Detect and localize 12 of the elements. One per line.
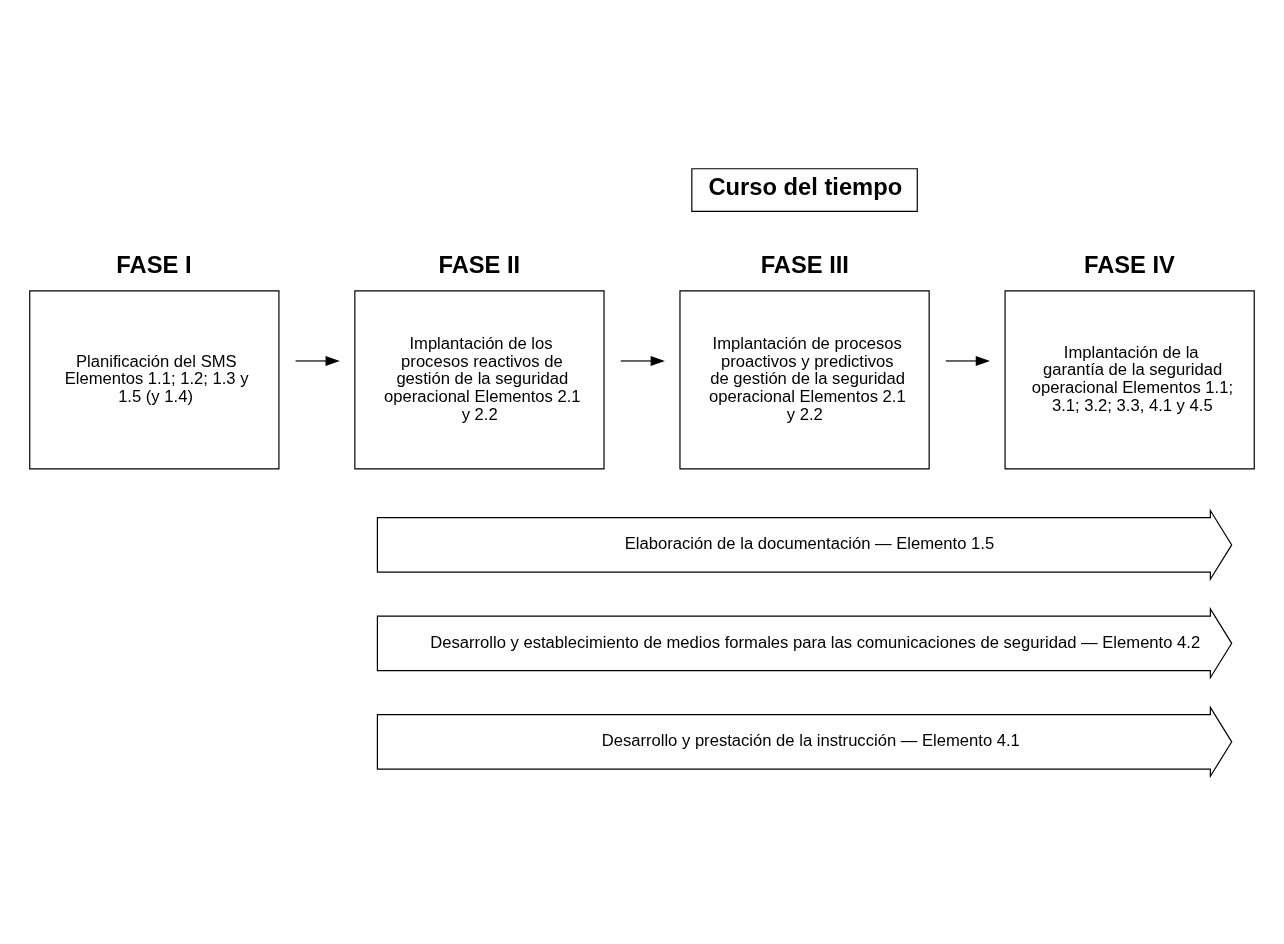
node-box: Curso del tiempo: [691, 167, 918, 212]
node-box: Implantación de la garantía de la seguridad operacional Elementos 1.1; 3.1; 3.2; 3.3, 4.1 y 4.5: [1004, 289, 1255, 470]
node-label: FASE I: [116, 251, 192, 278]
node-label: FASE III: [760, 251, 849, 278]
node-box: Implantación de procesos proactivos y predictivos de gestión de la seguridad operacional Elementos 2.1 y 2.2: [679, 289, 930, 470]
node-label: FASE IV: [1083, 251, 1175, 278]
arrow: [620, 355, 665, 366]
node-box: Planificación del SMS Elementos 1.1; 1.2; 1.3 y 1.5 (y 1.4): [29, 289, 280, 470]
arrow: [945, 355, 990, 366]
arrow: [295, 355, 340, 366]
node-box: Implantación de los procesos reactivos de gestión de la seguridad operacional Elementos 2.1 y 2.2: [354, 289, 605, 470]
node-label: FASE II: [438, 251, 521, 278]
